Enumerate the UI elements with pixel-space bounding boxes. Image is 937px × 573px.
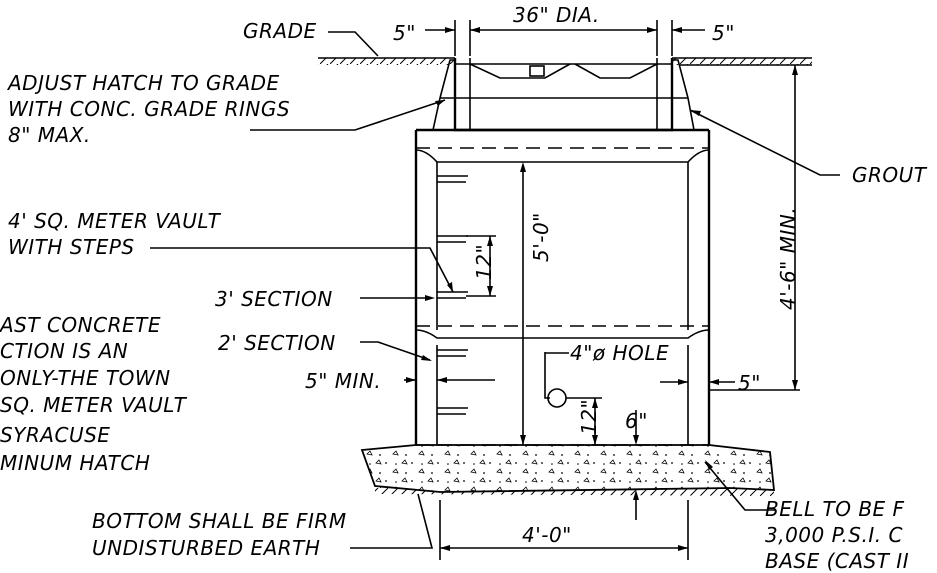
dim-5-side-label: 5" (738, 371, 761, 395)
section-2-leader (360, 341, 431, 361)
top-dimensions (425, 20, 705, 56)
base-thickness-dimension (633, 410, 639, 520)
base-width-dimension (439, 500, 689, 560)
grout-label: GROUT (852, 163, 928, 187)
adjust-line-1: ADJUST HATCH TO GRADE (6, 71, 280, 95)
right-wall-dimension (660, 379, 735, 385)
ladder-steps (437, 175, 468, 415)
adjust-line-2: WITH CONC. GRADE RINGS (8, 97, 290, 121)
dim-6-label: 6" (625, 409, 648, 433)
vault-line-1: 4' SQ. METER VAULT (8, 209, 222, 233)
dim-5-right-label: 5" (712, 21, 735, 45)
interior-height-dimension (520, 162, 526, 445)
hole-label: 4"ø HOLE (570, 341, 669, 365)
hole-height-dimension (566, 397, 602, 445)
section-2-label: 2' SECTION (218, 331, 336, 355)
note-line-2: CTION IS AN (0, 339, 128, 363)
bell-leader (704, 461, 775, 511)
vault-leader (150, 247, 454, 293)
dim-5-left-label: 5" (393, 21, 416, 45)
hatch-and-grade-rings (432, 58, 695, 132)
grade-line (318, 57, 812, 65)
bottom-line-1: BOTTOM SHALL BE FIRM (92, 509, 347, 533)
wall-thickness-dimension (404, 377, 495, 383)
vault-walls (414, 128, 711, 446)
adjust-line-3: 8" MAX. (8, 123, 91, 147)
grade-leader (328, 31, 379, 57)
step-spacing-dimension (466, 235, 496, 297)
note-line-5: SYRACUSE (0, 423, 110, 447)
dim-4-6-min-label: 4'-6" MIN. (776, 207, 800, 310)
dim-36-dia-label: 36" DIA. (513, 3, 600, 27)
bell-line-3: BASE (CAST II (765, 549, 909, 573)
grade-label: GRADE (243, 19, 317, 43)
section-3-label: 3' SECTION (215, 287, 333, 311)
adjust-leader (250, 99, 446, 131)
hole-leader (544, 352, 550, 399)
dim-5-min-label: 5" MIN. (305, 369, 381, 393)
depth-dimension (680, 64, 812, 391)
vault-line-2: WITH STEPS (8, 235, 135, 259)
dim-12-hole-label: 12" (577, 399, 601, 435)
bottom-leader (350, 493, 434, 549)
note-line-6: MINUM HATCH (0, 451, 150, 475)
grout-leader (689, 109, 840, 176)
drain-hole-circle (547, 388, 567, 408)
dim-5-0-label: 5'-0" (529, 212, 553, 262)
note-line-3: ONLY-THE TOWN (0, 366, 171, 390)
dim-12-step-label: 12" (472, 244, 496, 280)
note-line-4: SQ. METER VAULT (0, 393, 188, 417)
bell-line-1: BELL TO BE F (765, 497, 905, 521)
bell-line-2: 3,000 P.S.I. C (765, 523, 903, 547)
concrete-base (360, 444, 776, 496)
dim-4-0-label: 4'-0" (522, 523, 572, 547)
bottom-line-2: UNDISTURBED EARTH (92, 536, 320, 560)
note-line-1: AST CONCRETE (0, 313, 161, 337)
